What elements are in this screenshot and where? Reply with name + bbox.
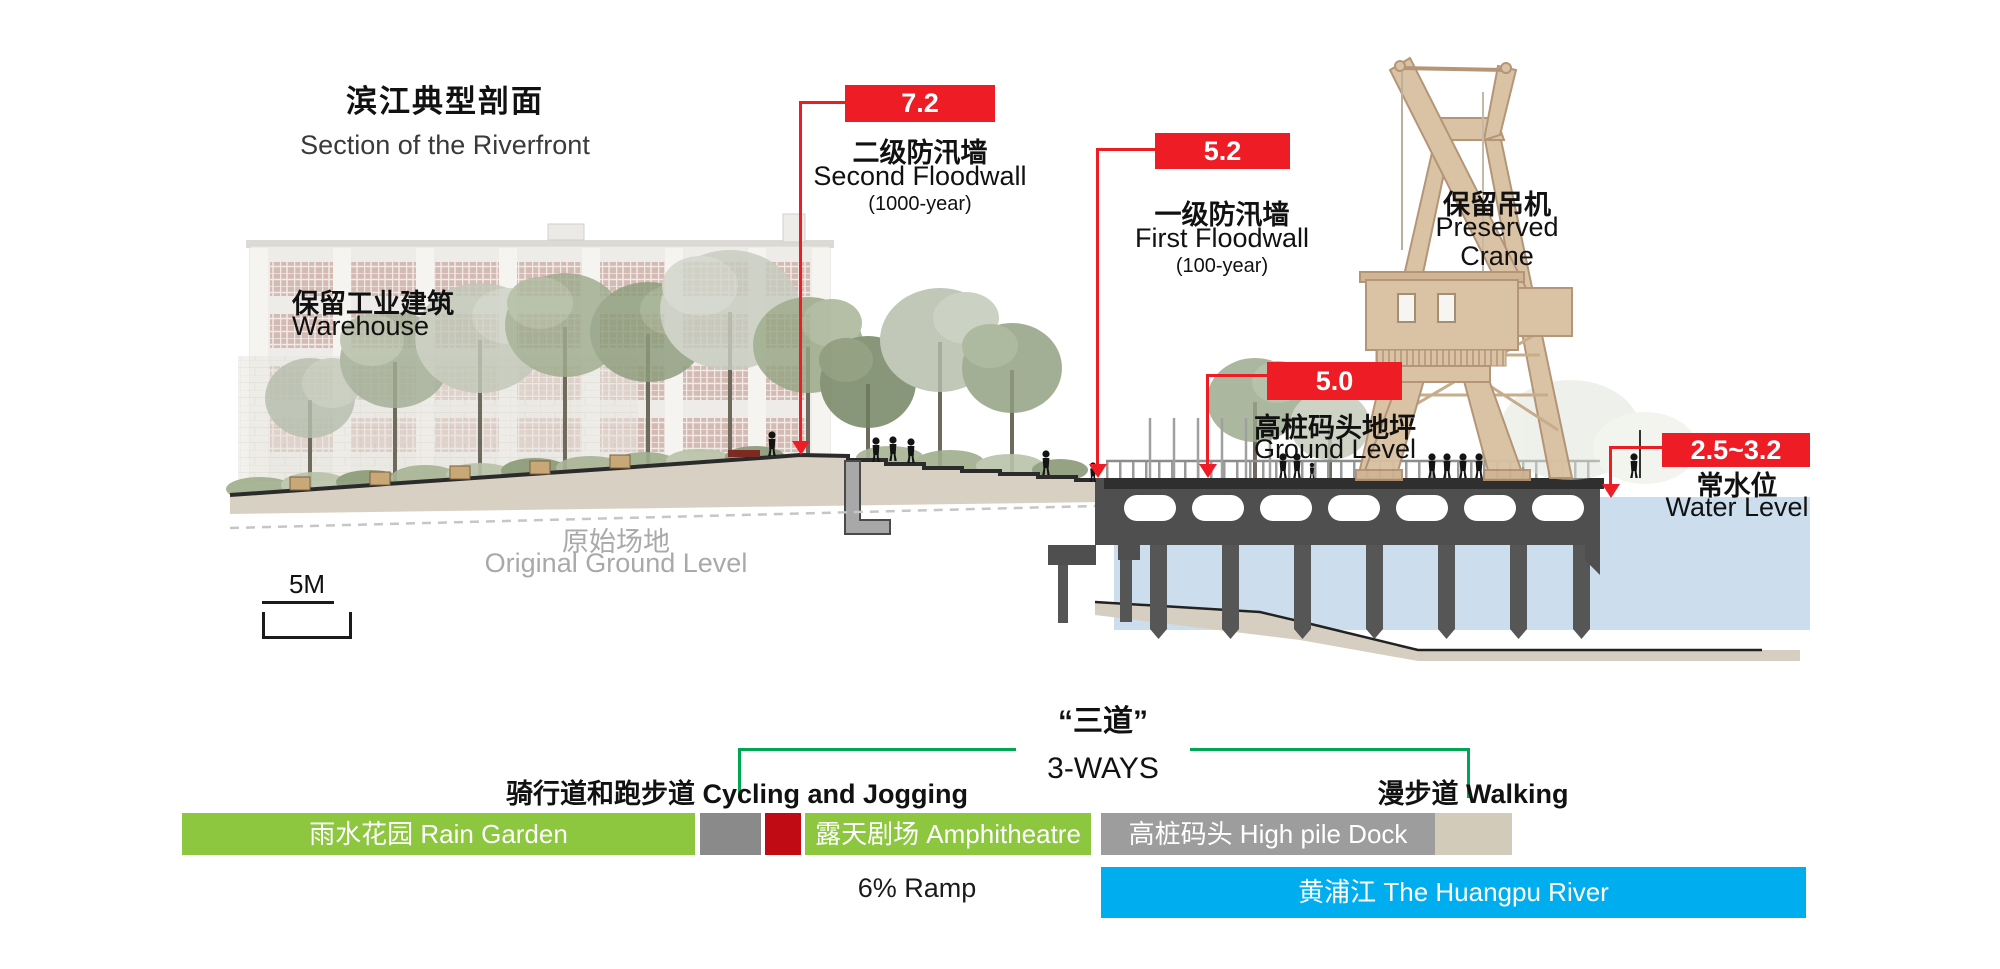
down-arrow-icon	[792, 441, 810, 455]
people-silhouettes	[768, 430, 1641, 482]
three-ways-title-en: 3-WAYS	[1047, 752, 1159, 785]
ramp-note: 6% Ramp	[857, 873, 977, 903]
original-ground-label-zh: 原始场地	[562, 527, 670, 557]
page-title: 滨江典型剖面	[346, 84, 544, 119]
riverbed	[1094, 600, 1800, 661]
warehouse-label-zh: 保留工业建筑	[292, 289, 454, 319]
zone-amphitheatre: 露天剧场 Amphitheatre	[805, 813, 1091, 855]
zone-beige-block	[1435, 813, 1512, 855]
down-arrow-icon	[1602, 484, 1620, 498]
zone-high-pile-dock: 高桩码头 High pile Dock	[1101, 813, 1435, 855]
page-subtitle: Section of the Riverfront	[300, 130, 590, 160]
original-ground-label-en: Original Ground Level	[484, 548, 748, 578]
crane-illustration	[1355, 56, 1574, 481]
floodwall-cap	[728, 450, 760, 457]
elevation-value: 5.0	[1267, 362, 1402, 400]
three-ways-title-zh: “三道”	[1058, 705, 1148, 738]
terrain	[229, 450, 1104, 535]
zone-rain-garden: 雨水花园 Rain Garden	[182, 813, 695, 855]
warehouse-label-en: Warehouse	[292, 311, 430, 341]
scale-label: 5M	[288, 569, 326, 599]
original-ground-line	[229, 504, 1096, 530]
buried-floodwall	[844, 460, 891, 535]
section-illustration	[226, 56, 1810, 661]
zone-red-block	[765, 813, 801, 855]
deck-masts	[1148, 418, 1272, 478]
elevation-value: 7.2	[845, 85, 995, 122]
down-arrow-icon	[1089, 464, 1107, 478]
down-arrow-icon	[1199, 464, 1217, 478]
planter-boxes	[289, 454, 631, 491]
elevation-value: 2.5~3.2	[1662, 433, 1810, 467]
elevation-value: 5.2	[1155, 133, 1290, 169]
trees	[265, 250, 1370, 490]
pier-structure	[1048, 418, 1604, 623]
cycling-jogging-label: 骑行道和跑步道 Cycling and Jogging	[505, 779, 968, 809]
zone-huangpu-river: 黄浦江 The Huangpu River	[1101, 867, 1806, 918]
walking-label: 漫步道 Walking	[1377, 779, 1569, 809]
pier-piles	[1150, 545, 1590, 639]
zone-gray-block	[700, 813, 761, 855]
